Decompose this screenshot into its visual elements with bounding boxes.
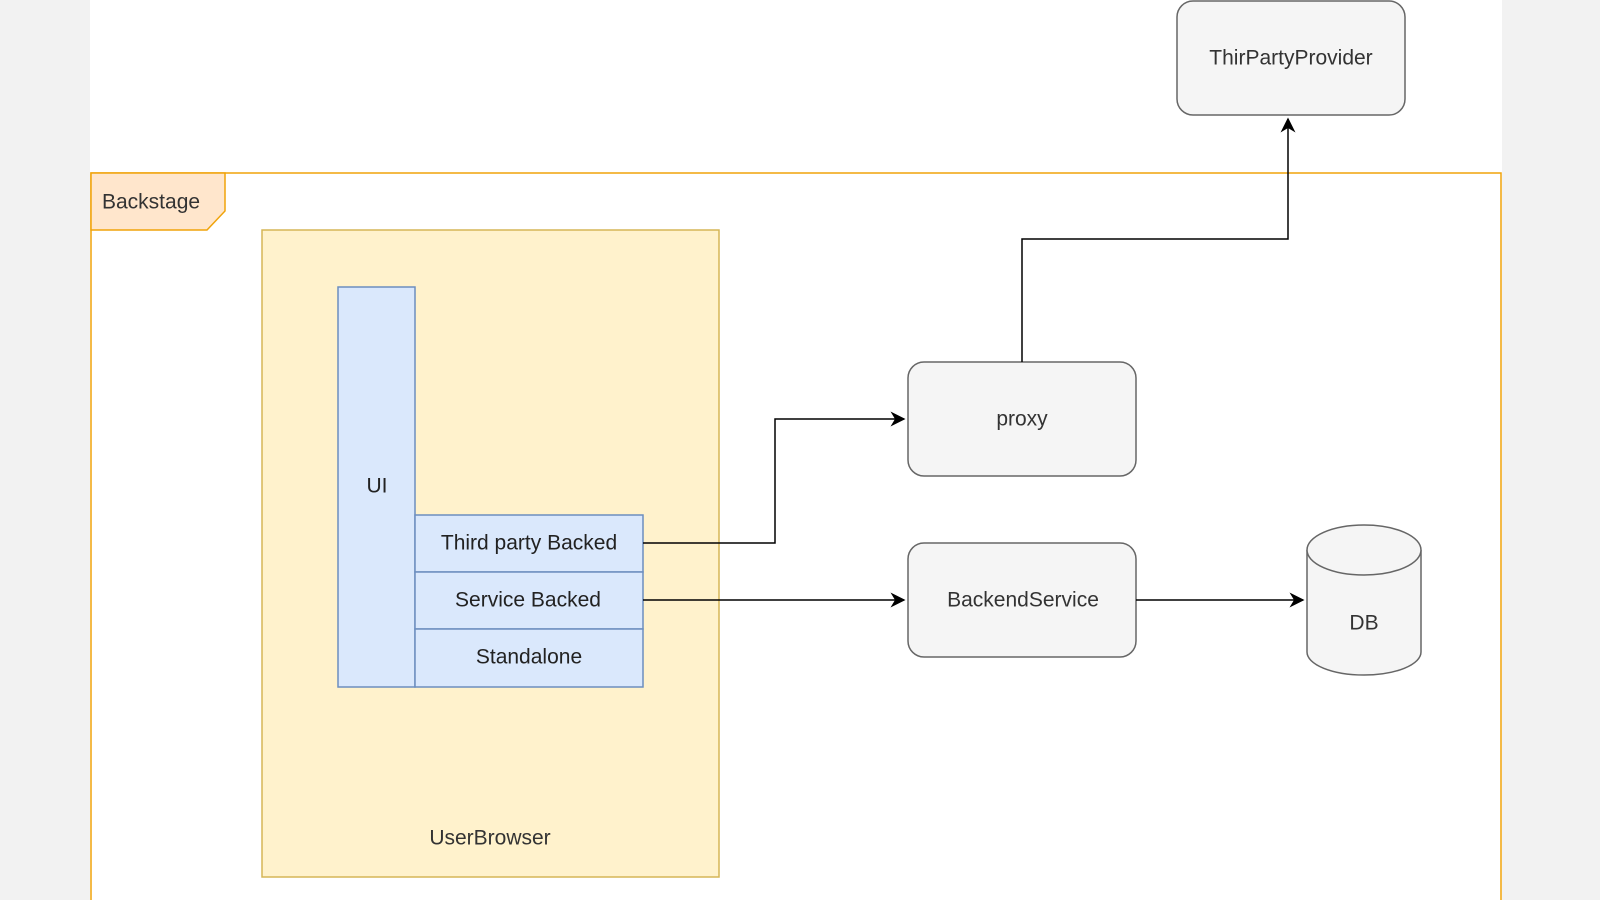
ui-block[interactable]: UI [337, 286, 416, 688]
edge-proxy-to-provider [1021, 117, 1296, 362]
backstage-frame: Backstage [90, 172, 1502, 900]
backstage-tab [90, 172, 226, 231]
edge-third-party-to-proxy [643, 411, 906, 544]
proxy-node[interactable]: proxy [907, 361, 1137, 477]
layer-service-backed[interactable]: Service Backed [414, 571, 644, 630]
proxy-label: proxy [996, 408, 1048, 431]
backend-service-label: BackendService [947, 589, 1099, 612]
layer-standalone-label: Standalone [476, 646, 582, 669]
ui-label: UI [367, 475, 388, 498]
layer-service-backed-label: Service Backed [455, 589, 601, 612]
backstage-label: Backstage [102, 191, 200, 214]
layer-standalone[interactable]: Standalone [414, 628, 644, 688]
backend-service-node[interactable]: BackendService [907, 542, 1137, 658]
db-label: DB [1349, 612, 1378, 635]
third-party-provider-node[interactable]: ThirPartyProvider [1176, 0, 1406, 116]
db-node[interactable]: DB [1306, 524, 1422, 676]
user-browser-label: UserBrowser [429, 827, 550, 850]
layer-third-party-backed-label: Third party Backed [441, 532, 617, 555]
third-party-provider-label: ThirPartyProvider [1209, 47, 1372, 70]
layer-third-party-backed[interactable]: Third party Backed [414, 514, 644, 573]
